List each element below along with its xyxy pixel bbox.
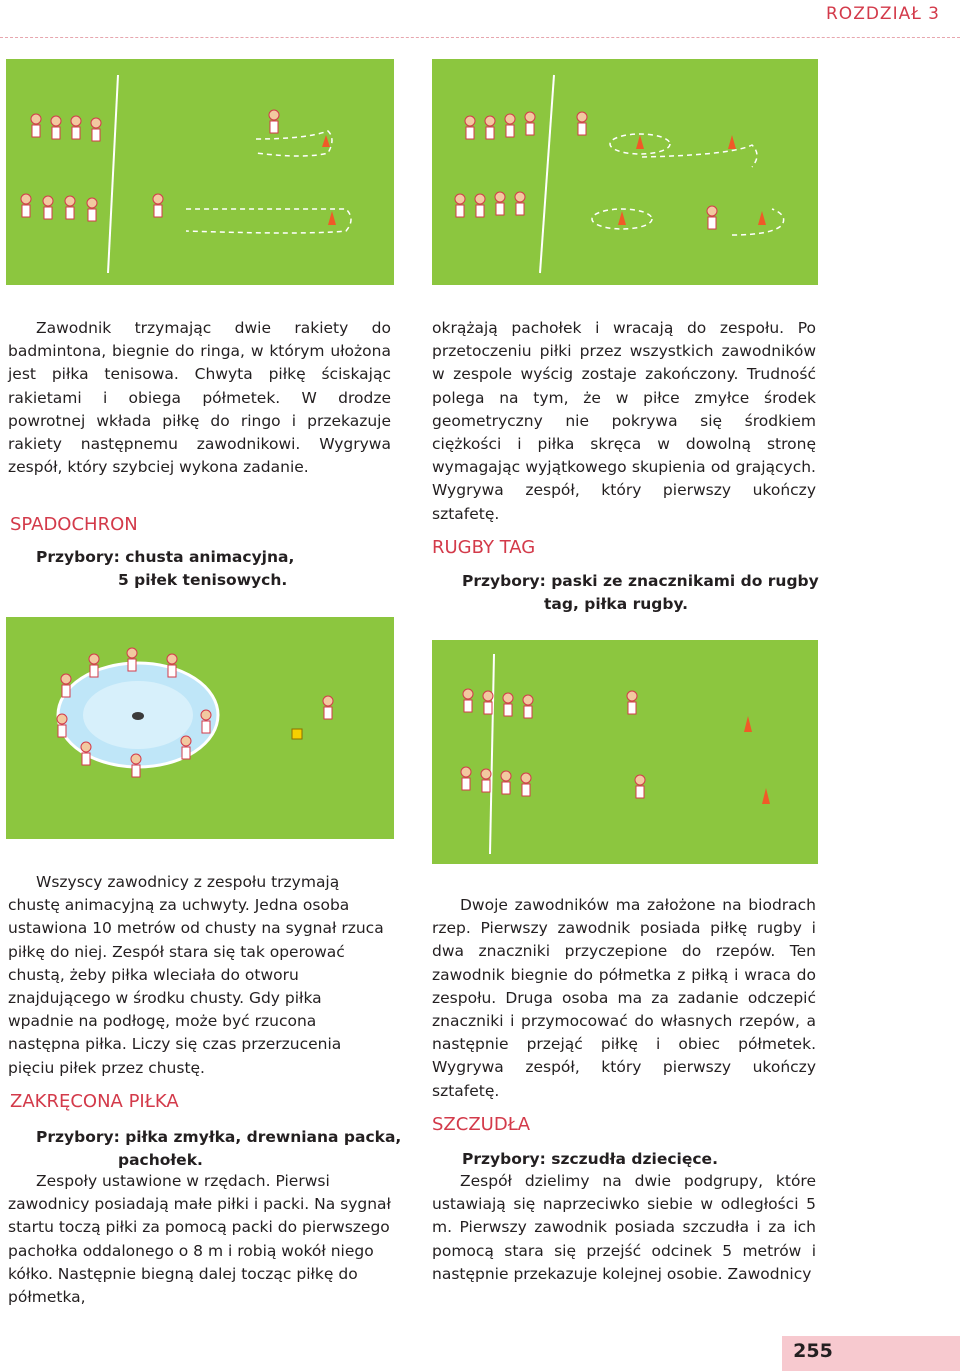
zakrecona-pilka-equipment: Przybory: piłka zmyłka, drewniana packa,… [36, 1126, 401, 1172]
illustration-badminton-relay [6, 59, 394, 285]
section-heading-zakrecona-pilka: ZAKRĘCONA PIŁKA [10, 1091, 179, 1112]
illustration-parachute [6, 617, 394, 839]
section-heading-spadochron: SPADOCHRON [10, 514, 138, 535]
header-divider [0, 37, 960, 38]
rugby-tag-equipment: Przybory: paski ze znacznikami do rugby … [462, 570, 819, 616]
equipment-line-2: tag, piłka rugby. [544, 595, 689, 614]
spadochron-equipment: Przybory: chusta animacyjna, 5 piłek ten… [36, 546, 294, 592]
illustration-rugby-tag [432, 640, 818, 864]
equipment-line-2: pachołek. [118, 1151, 203, 1170]
parachute-description: Wszyscy zawodnicy z zespołu trzymają chu… [8, 873, 384, 1077]
page-number-box [782, 1336, 960, 1371]
chapter-title: ROZDZIAŁ 3 [826, 4, 940, 24]
equipment-line-1: Przybory: chusta animacyjna, [36, 548, 295, 566]
zakrecona-pilka-description: Zespoły ustawione w rzędach. Pierwsi zaw… [8, 1172, 391, 1307]
twisted-ball-continuation: okrążają pachołek i wracają do zespołu. … [432, 319, 816, 523]
equipment-line-1: Przybory: paski ze znacznikami do rugby [462, 572, 819, 590]
page-number: 255 [793, 1340, 833, 1362]
rugby-tag-description: Dwoje zawodników ma założone na biodrach… [432, 896, 816, 1100]
section-heading-szczudla: SZCZUDŁA [432, 1114, 531, 1135]
section-heading-rugby-tag: RUGBY TAG [432, 537, 536, 558]
equipment-line-2: 5 piłek tenisowych. [118, 571, 288, 590]
badminton-relay-description: Zawodnik trzymając dwie rakiety do badmi… [8, 319, 391, 477]
szczudla-description: Zespół dzielimy na dwie podgrupy, które … [432, 1172, 816, 1283]
szczudla-equipment: Przybory: szczudła dziecięce. [462, 1150, 718, 1168]
equipment-line-1: Przybory: piłka zmyłka, drewniana packa, [36, 1128, 402, 1146]
illustration-twisted-ball-relay [432, 59, 818, 285]
